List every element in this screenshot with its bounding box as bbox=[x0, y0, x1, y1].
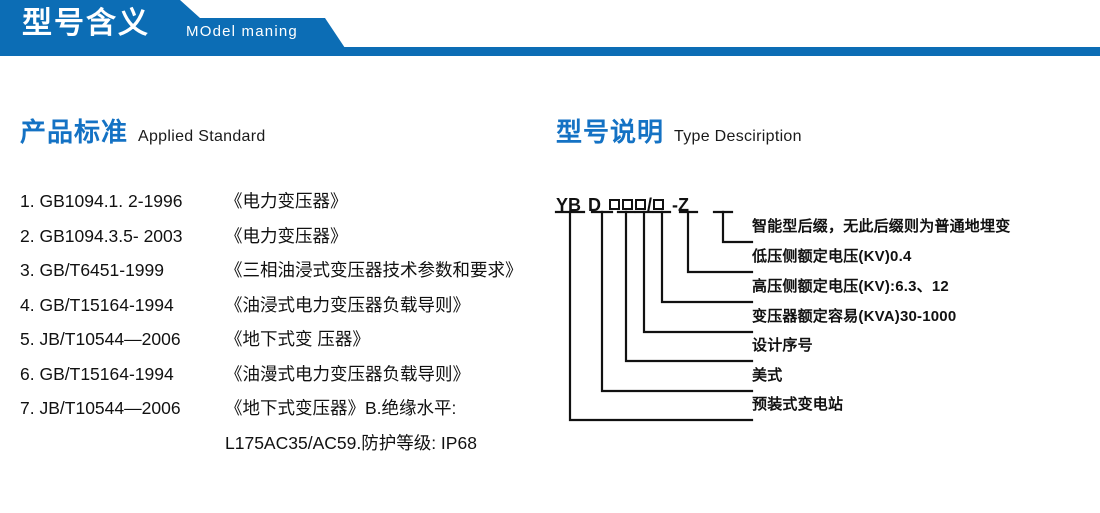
standard-code: 7. JB/T10544—2006 bbox=[20, 398, 225, 419]
standard-title: 《电力变压器》 bbox=[225, 191, 348, 211]
standard-title: 《三相油浸式变压器技术参数和要求》 bbox=[225, 260, 523, 280]
description-design-number: 设计序号 bbox=[752, 337, 813, 354]
standard-code: 2. GB1094.3.5- 2003 bbox=[20, 226, 225, 247]
standard-number: 7. bbox=[20, 398, 35, 418]
list-item: 6. GB/T15164-1994 《油漫式电力变压器负载导则》 bbox=[20, 361, 550, 396]
description-lv-voltage: 低压侧额定电压(KV)0.4 bbox=[752, 248, 912, 265]
standard-number: 4. bbox=[20, 294, 35, 315]
description-prefab-substation: 预装式变电站 bbox=[752, 396, 844, 413]
standard-code-text: JB/T10544—2006 bbox=[39, 398, 181, 418]
list-item: 5. JB/T10544—2006 《地下式变 压器》 bbox=[20, 326, 550, 361]
standard-title: 《地下式变压器》B.绝缘水平: bbox=[225, 398, 457, 418]
standard-code: 1. GB1094.1. 2-1996 bbox=[20, 191, 225, 212]
section-heading-applied-standard: 产品标准 Applied Standard bbox=[20, 112, 266, 149]
code-second: D bbox=[588, 195, 602, 215]
standard-code-text: JB/T10544—2006 bbox=[39, 329, 181, 349]
standard-code-text: GB/T15164-1994 bbox=[39, 363, 174, 384]
description-hv-voltage: 高压侧额定电压(KV):6.3、12 bbox=[752, 278, 949, 295]
standard-title: 《电力变压器》 bbox=[225, 225, 348, 246]
description-rated-capacity: 变压器额定容易(KVA)30-1000 bbox=[752, 308, 957, 325]
standard-number: 2. bbox=[20, 225, 35, 246]
description-american-type: 美式 bbox=[752, 367, 783, 384]
list-item: 7. JB/T10544—2006 《地下式变压器》B.绝缘水平: bbox=[20, 395, 550, 430]
standard-title: 《油浸式电力变压器负载导则》 bbox=[225, 294, 470, 315]
section-heading-chinese: 型号说明 bbox=[556, 117, 665, 147]
banner-underline-bar bbox=[0, 47, 1100, 56]
list-item: 1. GB1094.1. 2-1996 《电力变压器》 bbox=[20, 188, 550, 223]
standard-code-text: GB/T6451-1999 bbox=[39, 260, 165, 280]
standard-code: 6. GB/T15164-1994 bbox=[20, 364, 225, 385]
page-header-banner: 型号含义 MOdel maning bbox=[0, 0, 1100, 56]
code-box-lv bbox=[653, 199, 665, 210]
standard-title: 《油漫式电力变压器负载导则》 bbox=[225, 363, 470, 384]
code-dash: - bbox=[672, 195, 679, 215]
code-slash: / bbox=[647, 195, 653, 215]
code-box-hv bbox=[622, 199, 634, 210]
applied-standard-list: 1. GB1094.1. 2-1996 《电力变压器》 2. GB1094.3.… bbox=[20, 188, 550, 464]
banner-title-chinese: 型号含义 bbox=[22, 7, 150, 40]
model-code-string: YB D /-Z bbox=[556, 194, 689, 216]
code-box-capacity bbox=[609, 199, 621, 210]
banner-title-english: MOdel maning bbox=[186, 23, 298, 40]
standard-number: 1. bbox=[20, 191, 35, 211]
section-heading-chinese: 产品标准 bbox=[20, 117, 129, 147]
section-heading-english: Type Desciription bbox=[674, 128, 802, 145]
standard-code-text: GB1094.1. 2-1996 bbox=[39, 191, 183, 211]
section-heading-type-description: 型号说明 Type Desciription bbox=[556, 112, 802, 149]
code-box-design bbox=[635, 199, 647, 210]
standard-code: 3. GB/T6451-1999 bbox=[20, 260, 225, 281]
description-suffix: 智能型后缀，无此后缀则为普通地埋变 bbox=[752, 218, 1011, 235]
standard-title-continuation: L175AC35/AC59.防护等级: IP68 bbox=[225, 432, 477, 453]
standard-code-text: GB/T15164-1994 bbox=[39, 294, 174, 315]
list-item: 2. GB1094.3.5- 2003 《电力变压器》 bbox=[20, 223, 550, 258]
standard-code-text: GB1094.3.5- 2003 bbox=[39, 225, 183, 246]
standard-number: 5. bbox=[20, 329, 35, 349]
code-prefix: YB bbox=[556, 195, 582, 215]
list-item: 4. GB/T15164-1994 《油浸式电力变压器负载导则》 bbox=[20, 292, 550, 327]
list-item: 3. GB/T6451-1999 《三相油浸式变压器技术参数和要求》 bbox=[20, 257, 550, 292]
code-suffix: Z bbox=[678, 195, 690, 215]
standard-title: 《地下式变 压器》 bbox=[225, 329, 370, 349]
section-heading-english: Applied Standard bbox=[138, 128, 266, 145]
standard-code: 5. JB/T10544—2006 bbox=[20, 329, 225, 350]
leader-lines bbox=[554, 210, 754, 422]
standard-number: 6. bbox=[20, 363, 35, 384]
standard-code: 4. GB/T15164-1994 bbox=[20, 295, 225, 316]
standard-number: 3. bbox=[20, 260, 35, 280]
